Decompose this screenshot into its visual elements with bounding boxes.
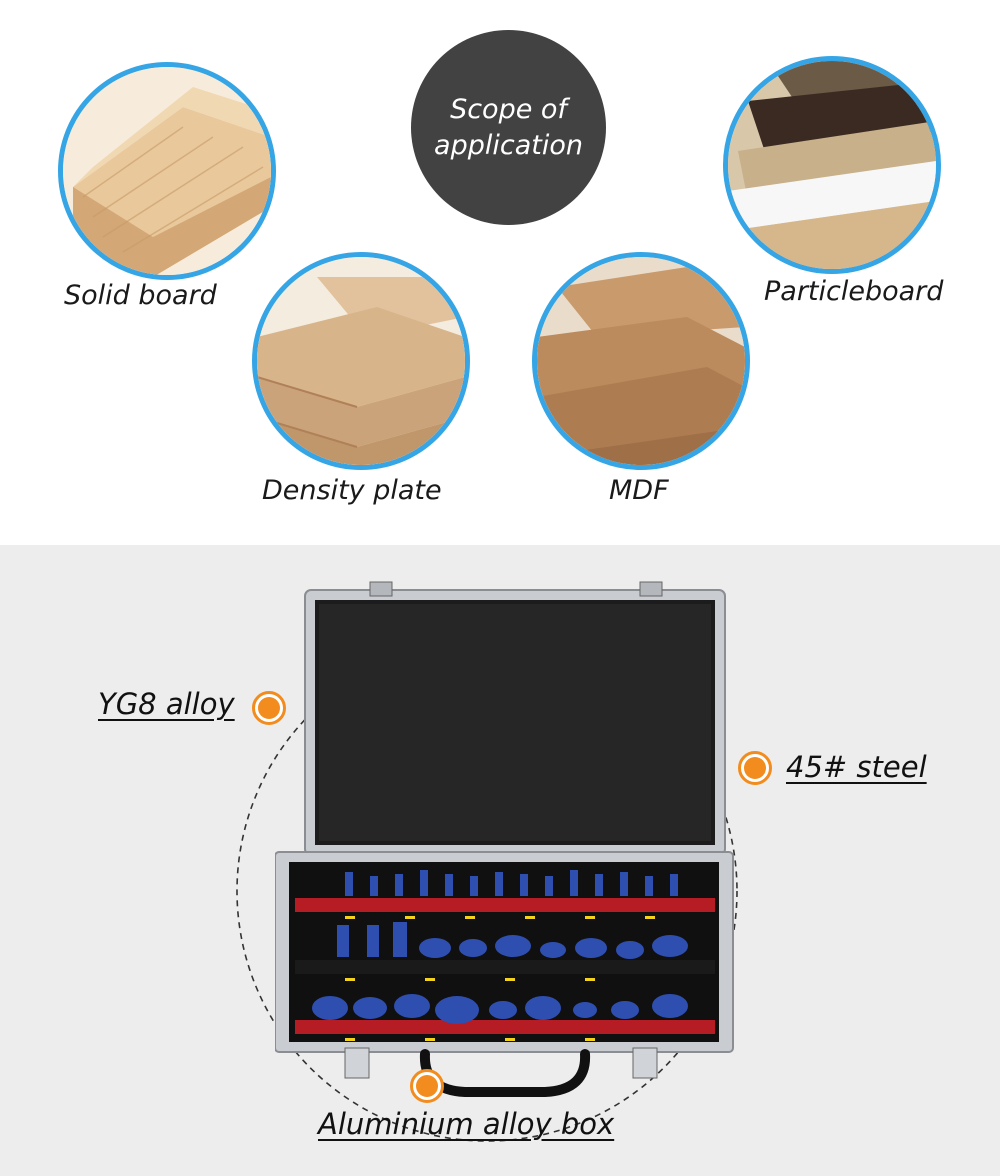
solid-board-label: Solid board [64,280,217,311]
product-section: YG8 alloy 45# steel Aluminium alloy box [0,545,1000,1176]
solid-board-image [58,62,276,280]
aluminium-box-label: Aluminium alloy box [318,1107,615,1141]
density-plate-image [252,252,470,470]
yg8-alloy-label: YG8 alloy [98,687,235,721]
scope-line-1: Scope of [450,93,567,125]
scope-line-2: application [434,129,583,161]
steel-icon [738,751,772,785]
aluminium-box-icon [410,1069,444,1103]
steel-label: 45# steel [786,750,927,784]
scope-of-application-badge: Scope of application [411,30,606,225]
yg8-alloy-icon [252,691,286,725]
particleboard-label: Particleboard [764,276,944,307]
density-plate-label: Density plate [262,475,442,506]
application-section: Solid board Density plate MDF [0,0,1000,545]
aluminium-case-image [275,581,734,1097]
mdf-image [532,252,750,470]
particleboard-image [723,56,941,274]
mdf-label: MDF [609,475,669,506]
